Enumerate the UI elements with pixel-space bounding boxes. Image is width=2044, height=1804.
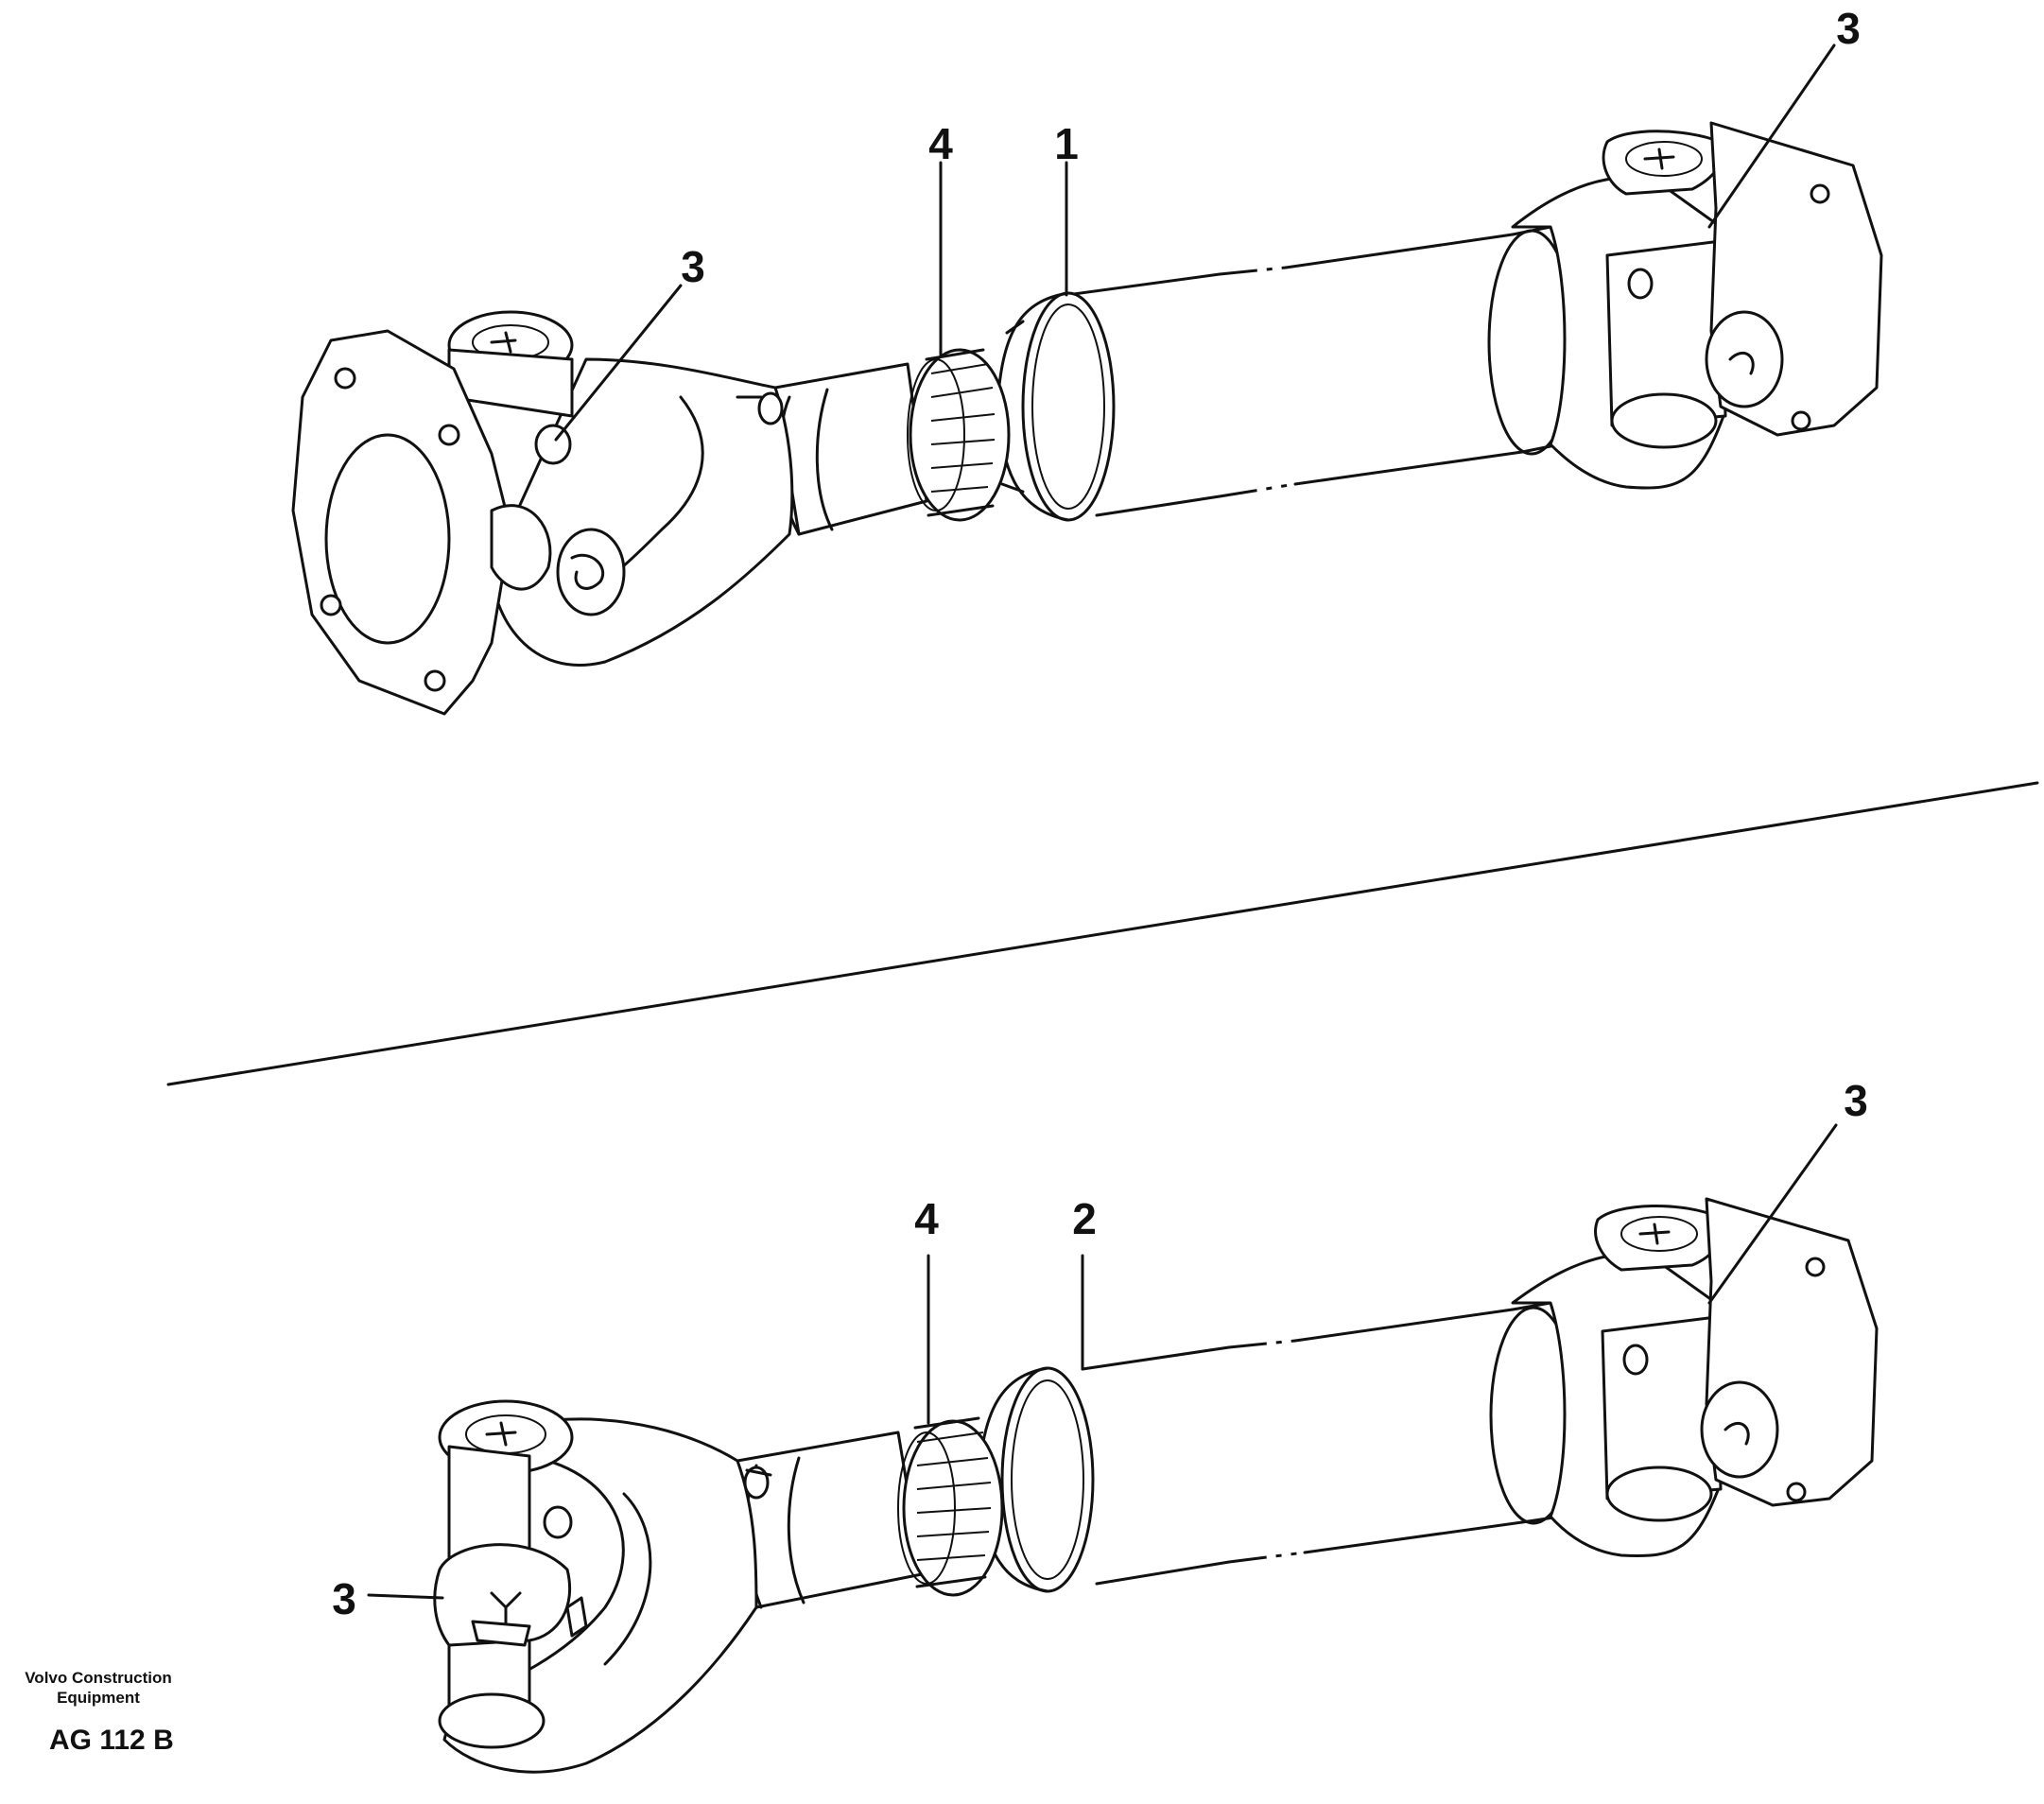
- drawing-code: AG 112 B: [49, 1725, 174, 1756]
- top-callout-1: 1: [1054, 119, 1079, 168]
- company-name-line1: Volvo Construction: [25, 1669, 172, 1687]
- top-leader-3-left: [554, 284, 683, 442]
- section-divider: [166, 781, 2039, 1086]
- bottom-callout-3-left: 3: [332, 1574, 356, 1623]
- bottom-spline-sleeve: [736, 1431, 924, 1609]
- bottom-right-yoke: [1511, 1197, 1879, 1557]
- bottom-leader-3-left: [367, 1593, 444, 1600]
- top-spline-sleeve: [773, 362, 928, 536]
- drawing-credit: Volvo Construction Equipment AG 112 B: [25, 1669, 173, 1756]
- top-ring-nut: [907, 348, 1011, 522]
- top-leader-3-right: [1707, 43, 1836, 229]
- top-callout-3-right: 3: [1836, 4, 1861, 53]
- bottom-callout-4: 4: [914, 1194, 939, 1243]
- bottom-leader-3-right: [1707, 1123, 1838, 1305]
- top-callout-4: 4: [928, 119, 953, 168]
- top-right-yoke: [1511, 121, 1883, 490]
- bottom-callout-3-right: 3: [1844, 1076, 1868, 1125]
- top-shaft-tube: [1065, 233, 1524, 517]
- bottom-shaft-tube: [1081, 1308, 1524, 1586]
- top-shaft-flange: [996, 291, 1116, 522]
- top-propeller-shaft: 1 4 3 3: [291, 4, 1883, 716]
- bottom-left-cross: [433, 1399, 588, 1749]
- bottom-callout-2: 2: [1072, 1194, 1097, 1243]
- bottom-ring-nut: [897, 1416, 1004, 1597]
- bottom-shaft-flange: [977, 1366, 1095, 1593]
- top-callout-3-left: 3: [681, 242, 705, 291]
- top-left-flange-plate: [291, 329, 626, 716]
- company-name-line2: Equipment: [57, 1689, 140, 1707]
- top-left-cross: [447, 310, 574, 465]
- bottom-propeller-shaft: 2 4 3 3: [332, 1076, 1879, 1774]
